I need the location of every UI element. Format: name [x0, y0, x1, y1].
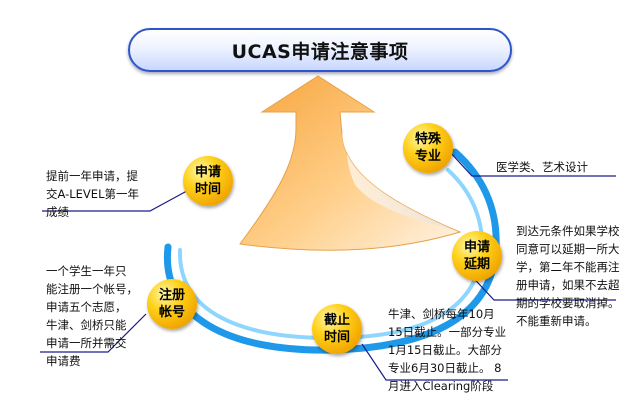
- node-apply-defer: 申请 延期: [452, 231, 502, 281]
- note-apply-defer: 到达元条件如果学校 同意可以延期一所大 学，第二年不能再注 册申请，如果不去超 …: [516, 222, 620, 330]
- note-apply-defer-line: 期的学校要取消掉。: [516, 296, 620, 310]
- note-apply-time: 提前一年申请，提 交A-LEVEL第一年 成绩: [46, 167, 139, 221]
- diagram-title: UCAS申请注意事项: [231, 40, 409, 63]
- note-apply-defer-line: 不能重新申请。: [516, 314, 597, 328]
- note-special-major-line: 医学类、艺术设计: [496, 160, 588, 174]
- connector-apply-time: [42, 185, 197, 212]
- connector-register-account: [40, 313, 147, 353]
- note-deadline-line: 月进入Clearing阶段: [388, 379, 494, 393]
- connector-deadline: [361, 343, 508, 381]
- node-register-account: 注册 帐号: [147, 279, 197, 329]
- upward-arrow-icon: [239, 75, 462, 251]
- node-special-major: 特殊 专业: [403, 123, 453, 173]
- connector-special-major: [447, 149, 616, 177]
- node-apply-time: 申请 时间: [183, 156, 233, 206]
- note-apply-time-line: 交A-LEVEL第一年: [46, 187, 139, 201]
- note-apply-defer-line: 册申请，如果不去超: [516, 278, 620, 292]
- note-register-account-line: 申请费: [46, 354, 81, 368]
- node-apply-defer-label: 申请 延期: [463, 240, 490, 272]
- swoosh-ring-outer: [163, 148, 500, 354]
- note-deadline-line: 牛津、剑桥每年10月: [388, 307, 495, 321]
- note-register-account-line: 能注册一个帐号，: [46, 282, 138, 296]
- note-apply-time-line: 成绩: [46, 205, 69, 219]
- node-register-account-label: 注册 帐号: [158, 288, 185, 320]
- note-register-account-line: 一个学生一年只: [46, 264, 127, 278]
- title-banner: UCAS申请注意事项: [128, 28, 512, 72]
- node-deadline-label: 截止 时间: [323, 313, 350, 345]
- note-special-major: 医学类、艺术设计: [496, 158, 588, 176]
- note-register-account-line: 牛津、剑桥只能: [46, 318, 127, 332]
- swoosh-ring-inner: [177, 168, 485, 341]
- note-deadline-line: 1月15日截止。大部分: [388, 343, 502, 357]
- note-register-account-line: 申请五个志愿，: [46, 300, 127, 314]
- note-deadline-line: 专业6月30日截止。 8: [388, 361, 502, 375]
- note-apply-defer-line: 到达元条件如果学校: [516, 224, 620, 238]
- node-deadline: 截止 时间: [312, 304, 362, 354]
- note-deadline-line: 15日截止。一部分专业: [388, 325, 507, 339]
- note-register-account: 一个学生一年只 能注册一个帐号， 申请五个志愿， 牛津、剑桥只能 申请一所并需交…: [46, 262, 138, 370]
- note-register-account-line: 申请一所并需交: [46, 336, 127, 350]
- note-deadline: 牛津、剑桥每年10月 15日截止。一部分专业 1月15日截止。大部分 专业6月3…: [388, 305, 506, 395]
- note-apply-time-line: 提前一年申请，提: [46, 169, 138, 183]
- connectors: [40, 149, 616, 381]
- node-apply-time-label: 申请 时间: [194, 165, 221, 197]
- swoosh-ring: [163, 148, 500, 354]
- note-apply-defer-line: 学，第二年不能再注: [516, 260, 620, 274]
- note-apply-defer-line: 同意可以延期一所大: [516, 242, 620, 256]
- node-special-major-label: 特殊 专业: [414, 132, 441, 164]
